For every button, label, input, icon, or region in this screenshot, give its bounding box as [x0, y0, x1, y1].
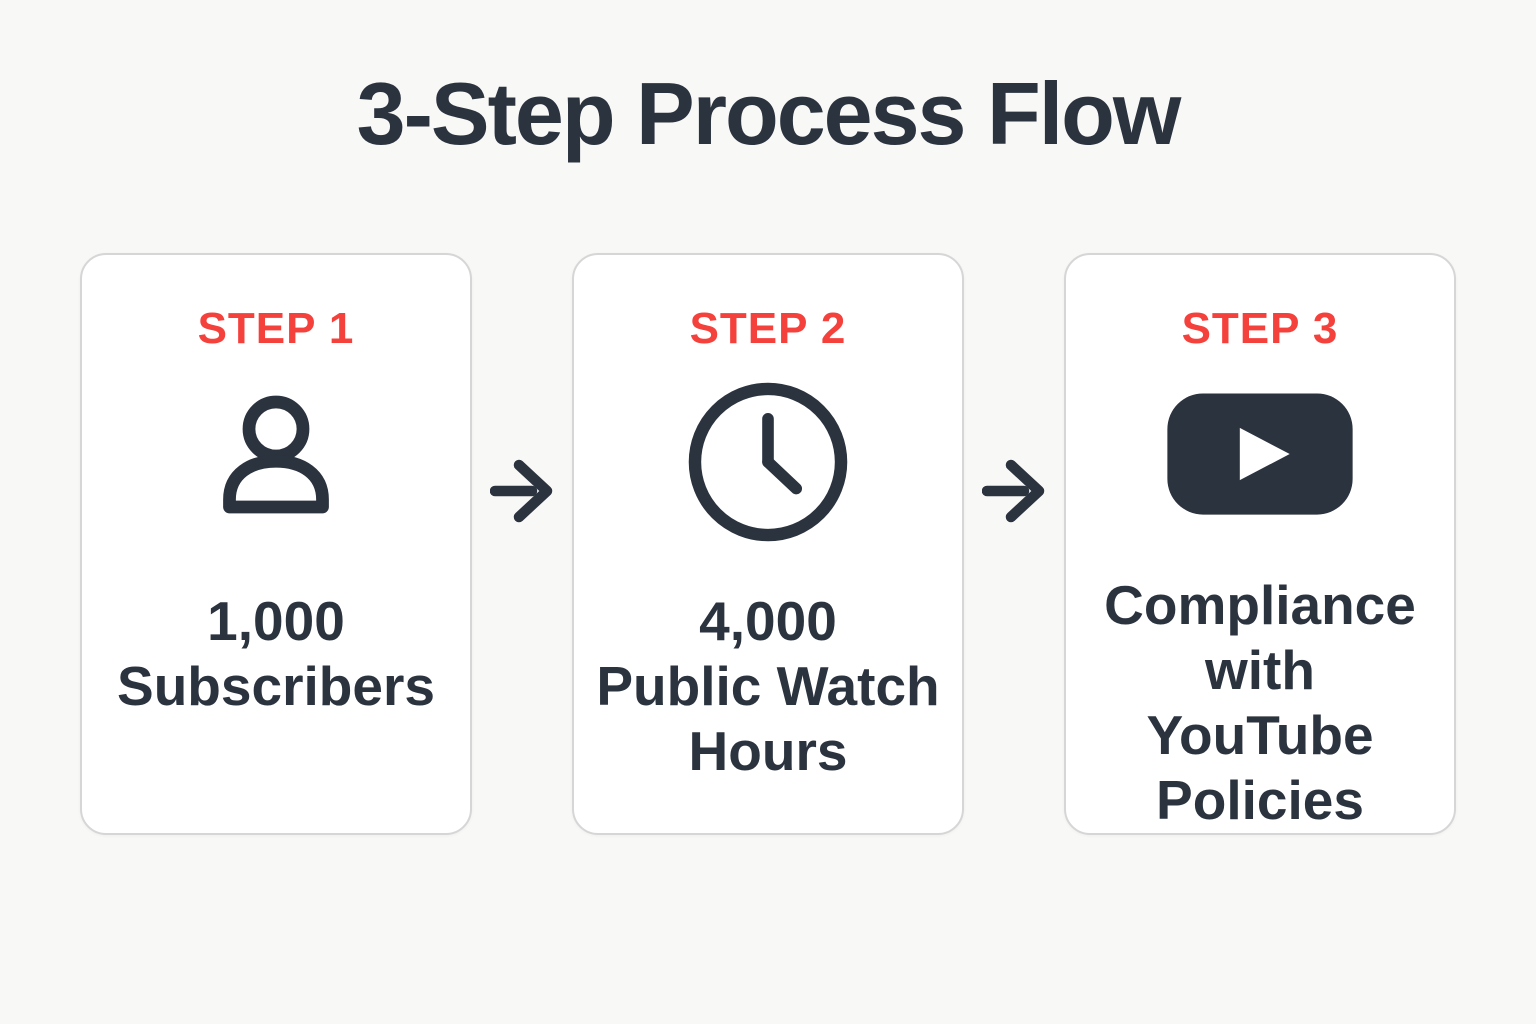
step-3-icon-wrap: [1165, 379, 1355, 533]
arrow-cell-1: [472, 443, 572, 544]
step-3-label: Compliance with YouTube Policies: [1104, 574, 1416, 831]
arrow-cell-2: [964, 443, 1064, 544]
person-icon: [201, 387, 351, 542]
step-2-icon-wrap: [685, 379, 851, 549]
arrow-right-icon: [489, 443, 554, 544]
clock-icon: [685, 379, 851, 550]
step-3-heading: STEP 3: [1181, 304, 1339, 353]
page-title: 3-Step Process Flow: [356, 64, 1182, 163]
step-1-icon-wrap: [201, 379, 351, 549]
youtube-play-icon: [1165, 391, 1355, 522]
step-card-3: STEP 3 Compliance with YouTube Policies: [1064, 253, 1456, 835]
step-1-label: 1,000 Subscribers: [117, 590, 435, 717]
step-2-heading: STEP 2: [689, 304, 847, 353]
arrow-right-icon: [981, 443, 1046, 544]
step-1-heading: STEP 1: [197, 304, 355, 353]
step-2-label: 4,000 Public Watch Hours: [596, 590, 940, 782]
step-card-1: STEP 1 1,000 Subscribers: [80, 253, 472, 835]
process-flow: STEP 1 1,000 Subscribers STEP 2: [0, 253, 1536, 835]
step-card-2: STEP 2 4,000 Public Watch Hours: [572, 253, 964, 835]
